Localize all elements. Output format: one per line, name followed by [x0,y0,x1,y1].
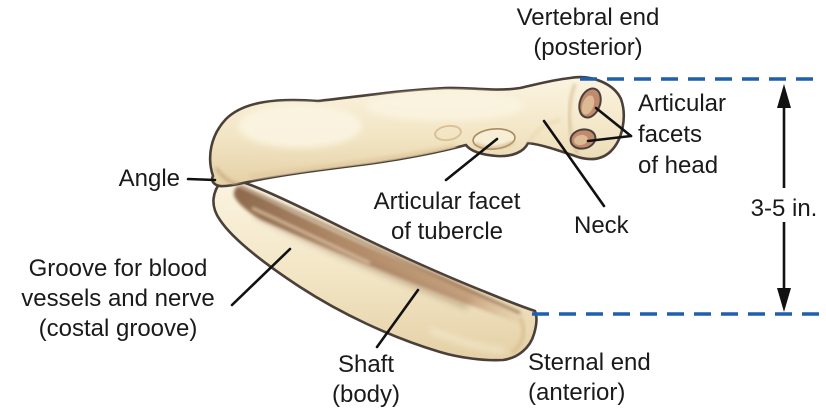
leader-line-costal-groove [230,247,292,307]
label-angle: Angle [96,164,180,194]
label-shaft-line2: (body) [331,381,401,408]
label-shaft-line1: Shaft [337,351,395,378]
label-sternal-end-line2: (anterior) [528,379,626,406]
label-vertebral-end-line1: Vertebral end [516,4,660,31]
label-measurement: 3-5 in. [742,194,826,224]
label-shaft: Shaft (body) [286,350,446,410]
label-costal-groove-line3: (costal groove) [38,315,198,342]
label-neck-text: Neck [574,212,629,239]
articular-facet-of-head-lower [569,128,597,150]
arrowhead-up-icon [777,84,791,108]
label-facets-head-line1: Articular [638,90,727,117]
rib-body-shading [214,83,579,187]
label-vertebral-end-line2: (posterior) [533,34,643,61]
label-facets-head-line3: of head [638,152,719,179]
label-tubercle-line2: of tubercle [390,218,504,245]
articular-facet-of-tubercle-shape [434,124,516,150]
label-sternal-end: Sternal end (anterior) [528,348,708,408]
leader-line-angle [186,177,217,182]
label-costal-groove: Groove for blood vessels and nerve (cost… [0,254,236,344]
label-sternal-end-line1: Sternal end [528,349,651,376]
label-costal-groove-line1: Groove for blood [28,255,208,282]
leader-line-facets-head-lower [586,134,633,143]
label-costal-groove-line2: vessels and nerve [21,285,215,312]
label-articular-facets-of-head: Articular facets of head [638,88,788,181]
label-neck: Neck [574,211,674,241]
leader-line-neck [542,119,606,208]
leader-line-shaft [375,288,420,349]
leader-line-facets-head-upper [594,106,633,138]
label-vertebral-end: Vertebral end (posterior) [458,3,718,63]
leader-line-tubercle [444,137,499,182]
arrowhead-down-icon [777,288,791,312]
label-measurement-text: 3-5 in. [750,195,818,222]
label-facets-head-line2: facets [638,121,703,148]
label-angle-text: Angle [118,165,180,192]
articular-facet-of-head-upper [578,87,602,119]
label-articular-facet-of-tubercle: Articular facet of tubercle [327,187,567,247]
costal-groove-shading [233,184,526,355]
label-tubercle-line1: Articular facet [373,188,521,215]
measurement-arrow [777,84,791,312]
